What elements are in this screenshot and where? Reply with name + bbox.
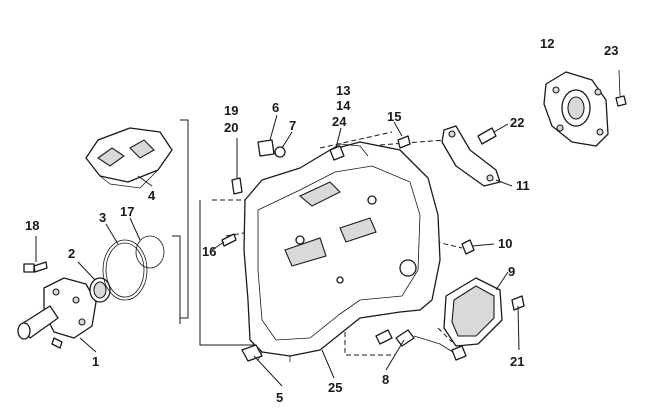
part-16-stud <box>221 233 237 247</box>
callout-1: 1 <box>92 354 99 369</box>
callout-5: 5 <box>276 390 283 405</box>
callout-16: 16 <box>202 244 216 259</box>
part-2-seal <box>89 277 111 303</box>
callout-8: 8 <box>382 372 389 387</box>
part-21-pin <box>511 295 525 311</box>
callout-2: 2 <box>68 246 75 261</box>
part-19-20-bolt <box>231 177 243 195</box>
label-leaders <box>35 114 520 387</box>
part-18-bolt <box>23 261 48 273</box>
callout-17: 17 <box>120 204 134 219</box>
callout-23: 23 <box>604 43 618 58</box>
part-6-plug <box>257 139 275 157</box>
part-12-flange <box>543 71 609 147</box>
callout-21: 21 <box>510 354 524 369</box>
callout-4: 4 <box>148 188 156 203</box>
callout-11: 11 <box>516 178 530 193</box>
main-case <box>243 141 441 362</box>
part-9-cover-plate <box>443 277 503 347</box>
part-15-bolt <box>397 135 411 149</box>
part-7-washer <box>274 146 286 158</box>
callout-15: 15 <box>387 109 401 124</box>
callout-6: 6 <box>272 100 279 115</box>
callout-labels: 1 2 3 4 5 6 7 8 9 10 11 12 13 14 15 16 1… <box>25 36 618 405</box>
part-22-bolt <box>477 127 497 145</box>
part-23-bolt <box>615 69 627 107</box>
callout-18: 18 <box>25 218 39 233</box>
callout-14: 14 <box>336 98 351 113</box>
callout-20: 20 <box>224 120 238 135</box>
part-1-housing-cover <box>17 277 97 349</box>
part-3-o-ring <box>102 239 148 301</box>
callout-19: 19 <box>224 103 238 118</box>
callout-25: 25 <box>328 380 342 395</box>
callout-12: 12 <box>540 36 554 51</box>
callout-24: 24 <box>332 114 347 129</box>
part-4-shell <box>85 127 173 189</box>
callout-13: 13 <box>336 83 350 98</box>
part-17-ring <box>135 235 165 269</box>
callout-22: 22 <box>510 115 524 130</box>
part-5-pin <box>241 344 263 362</box>
callout-3: 3 <box>99 210 106 225</box>
part-10-bolt <box>461 239 475 255</box>
callout-9: 9 <box>508 264 515 279</box>
part-8-sensor <box>375 329 467 361</box>
callout-10: 10 <box>498 236 512 251</box>
callout-7: 7 <box>289 118 296 133</box>
